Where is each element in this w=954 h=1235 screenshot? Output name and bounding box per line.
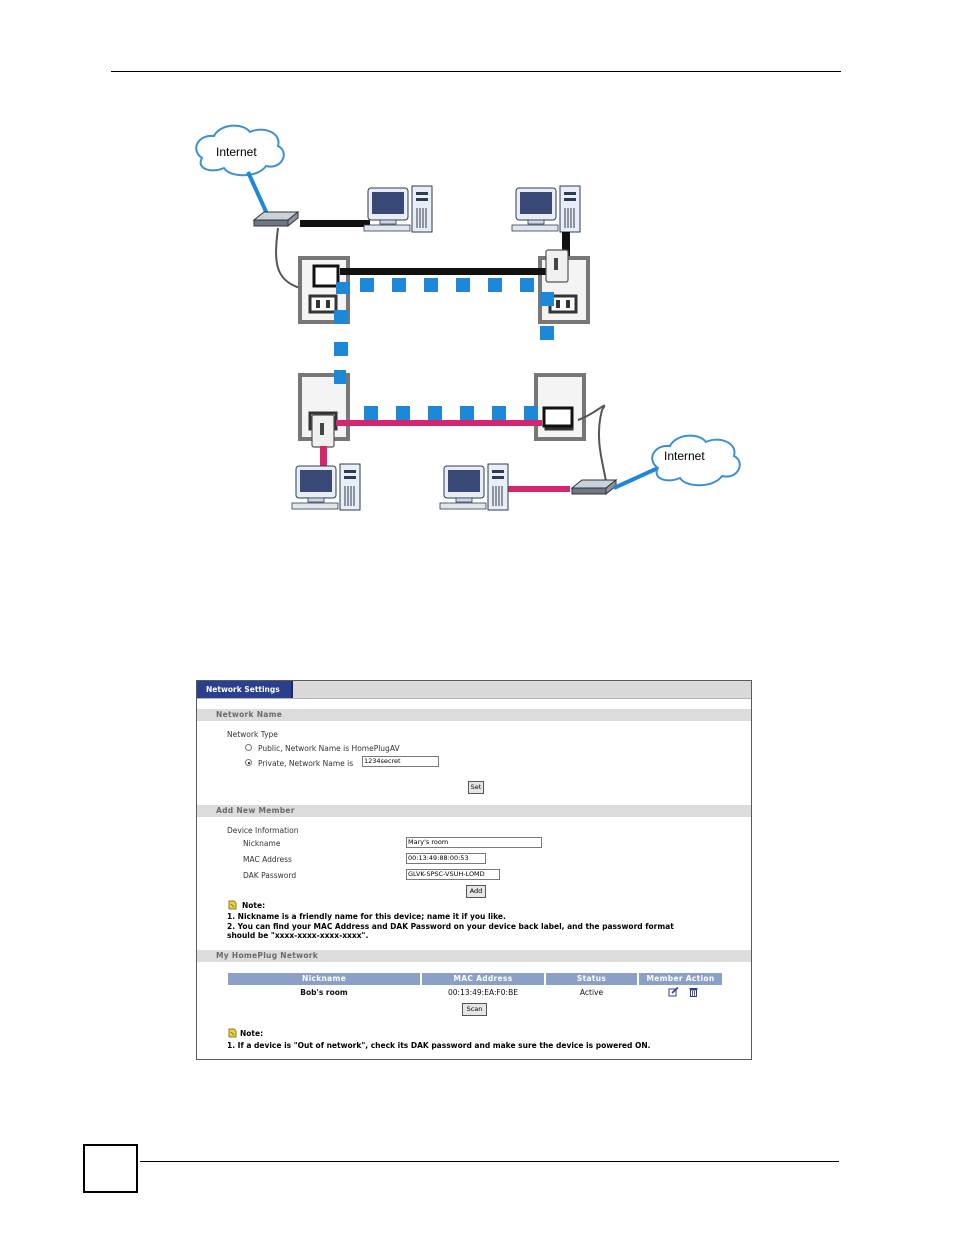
tab-bar: Network Settings xyxy=(197,681,751,699)
nickname-label: Nickname xyxy=(243,839,281,848)
radio-private[interactable] xyxy=(245,759,252,766)
section-my-homeplug-network: My HomePlug Network xyxy=(197,950,751,962)
scan-button[interactable]: Scan xyxy=(462,1003,487,1016)
header-rule xyxy=(111,71,841,72)
computer-bottom-left-icon xyxy=(291,463,361,511)
private-network-name-input[interactable]: 1234secret xyxy=(362,756,439,767)
nickname-input[interactable]: Mary's room xyxy=(406,837,542,848)
column-header-member-action: Member Action xyxy=(639,973,722,985)
section-add-new-member: Add New Member xyxy=(197,805,751,817)
delete-icon[interactable] xyxy=(689,987,698,997)
page-number-box xyxy=(83,1144,138,1193)
internet-label-top: Internet xyxy=(216,145,257,159)
section-network-name: Network Name xyxy=(197,709,751,721)
mac-address-label: MAC Address xyxy=(243,855,292,864)
note-label: Note: xyxy=(242,901,266,910)
device-information-label: Device Information xyxy=(227,826,299,835)
router-bottom-icon xyxy=(571,479,617,495)
option-private-label: Private, Network Name is xyxy=(258,759,354,768)
note-line-1: 1. Nickname is a friendly name for this … xyxy=(227,912,506,921)
note-icon xyxy=(228,900,237,910)
edit-icon[interactable] xyxy=(668,987,679,997)
powerline-link xyxy=(334,278,554,420)
homeplug-network-diagram: Internet xyxy=(195,124,741,511)
note-line-3: should be "xxxx-xxxx-xxxx-xxxx". xyxy=(227,931,369,940)
internet-label-bottom: Internet xyxy=(664,449,705,463)
row-nickname: Bob's room xyxy=(300,988,348,997)
note-label-network: Note: xyxy=(240,1029,264,1038)
internet-cloud-top: Internet xyxy=(195,124,285,177)
dak-password-input[interactable]: GLVK-SPSC-VSUH-LOMD xyxy=(406,869,500,880)
mac-address-input[interactable]: 00:13:49:88:00:53 xyxy=(406,853,486,864)
radio-public[interactable] xyxy=(245,744,252,751)
column-header-mac-address: MAC Address xyxy=(422,973,544,985)
add-button[interactable]: Add xyxy=(466,885,486,898)
powerline-adapter-top-right-icon xyxy=(545,249,569,283)
column-header-status: Status xyxy=(546,973,637,985)
computer-top-right-icon xyxy=(511,185,581,233)
network-settings-panel: Network Settings Network Name Network Ty… xyxy=(196,680,752,1060)
router-top-icon xyxy=(253,211,299,227)
footer-rule xyxy=(140,1161,839,1162)
powerline-adapter-bottom-left-icon xyxy=(311,414,335,448)
internet-cloud-bottom: Internet xyxy=(651,434,741,487)
row-mac-address: 00:13:49:EA:F0:BE xyxy=(448,988,518,997)
tab-network-settings[interactable]: Network Settings xyxy=(197,681,293,698)
computer-top-left-icon xyxy=(363,185,433,233)
note-icon xyxy=(228,1028,237,1038)
dak-password-label: DAK Password xyxy=(243,871,297,880)
row-status: Active xyxy=(579,988,604,997)
note-network-line-1: 1. If a device is "Out of network", chec… xyxy=(227,1041,651,1050)
note-line-2: 2. You can find your MAC Address and DAK… xyxy=(227,922,674,931)
network-type-label: Network Type xyxy=(227,730,278,739)
set-button[interactable]: Set xyxy=(468,781,484,794)
option-public-label: Public, Network Name is HomePlugAV xyxy=(258,744,400,753)
computer-bottom-right-icon xyxy=(439,463,509,511)
column-header-nickname: Nickname xyxy=(228,973,420,985)
